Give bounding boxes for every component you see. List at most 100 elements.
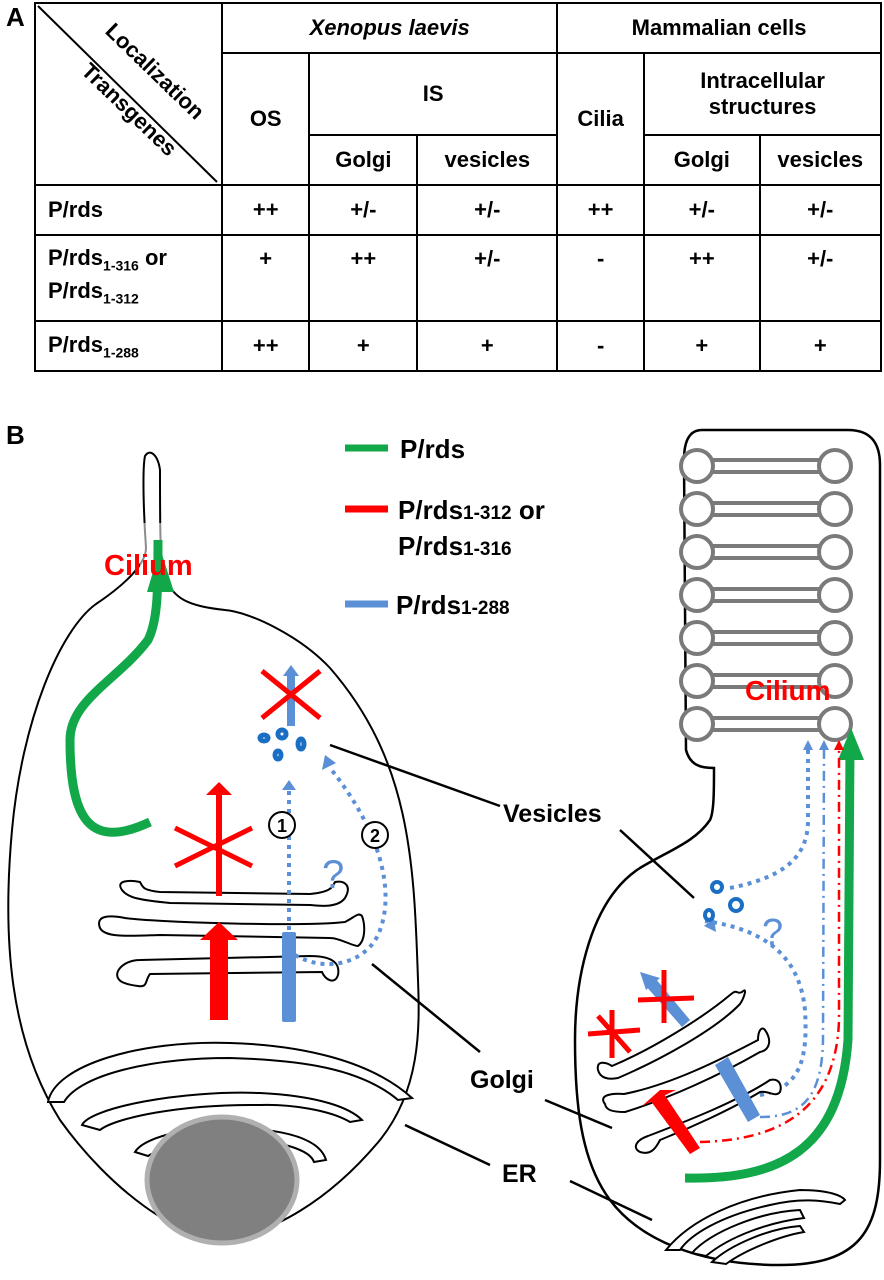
blue-dotted-arrowhead-vesicles <box>704 918 716 932</box>
disc <box>679 620 853 656</box>
blue-route-2-dotted <box>294 766 388 966</box>
route-2-number: 2 <box>370 826 380 846</box>
green-arrowhead-left <box>147 548 174 592</box>
value-cell: + <box>308 320 419 372</box>
cilium-label-left: Cilium <box>104 550 193 582</box>
table-row: P/rds1-288 ++ + + - + + <box>33 320 882 372</box>
corner-header: Localization Transgenes <box>33 2 224 186</box>
block-x-left <box>260 669 322 720</box>
nucleus <box>144 1114 300 1246</box>
red-blocked-arrowhead <box>206 782 232 795</box>
red-arrowhead-golgi <box>200 922 238 940</box>
blue-bar-golgi <box>282 932 296 1022</box>
group-header-mammalian: Mammalian cells <box>556 2 882 54</box>
group-header-xenopus: Xenopus laevis <box>221 2 559 54</box>
row-label: P/rds1-316 or P/rds1-312 <box>33 234 224 322</box>
column-header-golgi: Golgi <box>643 134 761 186</box>
vesicles-label: Vesicles <box>503 800 602 828</box>
green-arrowhead-right <box>838 728 864 760</box>
red-small-arrowhead-right <box>834 740 844 750</box>
value-cell: ++ <box>556 184 646 236</box>
block-asterisk-left <box>173 825 254 869</box>
disc <box>679 577 853 613</box>
table-row: P/rds1-316 or P/rds1-312 + ++ +/- - ++ +… <box>33 234 882 322</box>
disc <box>679 534 853 570</box>
question-mark-left: ? <box>322 853 344 897</box>
value-cell: - <box>556 234 646 322</box>
legend-label-prds-312: P/rds1-312 or <box>398 495 545 525</box>
value-cell: ++ <box>221 184 311 236</box>
subheader-intracellular: Intracellular structures <box>643 52 882 136</box>
disc <box>679 663 853 699</box>
value-cell: + <box>758 320 882 372</box>
legend-label-prds-288: P/rds1-288 <box>396 590 510 620</box>
legend-label-prds-316: P/rds1-316 <box>398 531 512 561</box>
blue-blocked-arrowhead <box>283 665 299 676</box>
value-cell: +/- <box>416 184 559 236</box>
disc <box>679 448 853 484</box>
value-cell: +/- <box>308 184 419 236</box>
value-cell: ++ <box>221 320 311 372</box>
panel-a-label: A <box>6 2 25 32</box>
row-label: P/rds <box>33 184 224 236</box>
row-label: P/rds1-288 <box>33 320 224 372</box>
disc <box>679 491 853 527</box>
subheader-cilia: Cilia <box>556 52 646 186</box>
route-2-badge <box>361 821 389 849</box>
column-header-vesicles: vesicles <box>416 134 559 186</box>
er-pointer-left <box>404 1123 491 1167</box>
value-cell: +/- <box>758 234 882 322</box>
outer-segment-discs <box>679 448 853 742</box>
blue-route-1-arrowhead <box>282 780 296 790</box>
er-right <box>663 1188 847 1266</box>
column-header-vesicles: vesicles <box>758 134 882 186</box>
subheader-os: OS <box>221 52 311 186</box>
column-header-golgi: Golgi <box>308 134 419 186</box>
blue-small-arrowhead-right-2 <box>819 740 829 750</box>
prds-green-route-left <box>65 539 163 837</box>
value-cell: +/- <box>758 184 882 236</box>
left-cell-membrane <box>7 451 420 1240</box>
blue-dotted-vesicle-to-cilium <box>729 750 810 890</box>
blue-blocked-bar <box>287 672 295 726</box>
route-1-badge <box>268 811 296 839</box>
er-label: ER <box>502 1160 537 1188</box>
vesicles-left <box>257 727 307 762</box>
vesicles-pointer-left <box>329 743 501 808</box>
golgi-label: Golgi <box>470 1066 534 1094</box>
subheader-is: IS <box>308 52 559 136</box>
value-cell: ++ <box>643 234 761 322</box>
golgi-pointer-left <box>371 963 481 1053</box>
golgi-right <box>596 989 782 1154</box>
value-cell: ++ <box>308 234 419 322</box>
vesicles-pointer-right <box>619 829 695 899</box>
panel-b-label: B <box>6 420 25 450</box>
blue-bar-golgi-right <box>715 1057 760 1122</box>
prds-green-route-right <box>684 747 855 1183</box>
blue-route-2-arrowhead <box>322 755 336 770</box>
blue-small-arrowhead-right-1 <box>803 740 813 750</box>
value-cell: + <box>416 320 559 372</box>
disc <box>679 706 853 742</box>
value-cell: + <box>221 234 311 322</box>
block-asterisk-right <box>587 1010 641 1058</box>
red-dashdot-route-right <box>699 750 841 1144</box>
legend-label-prds: P/rds <box>400 434 465 464</box>
red-arrow-shaft-golgi <box>210 938 228 1020</box>
blue-blocked-arrowhead-right <box>640 972 660 990</box>
right-cell-membrane <box>573 428 882 1267</box>
vesicles-right <box>703 880 744 922</box>
block-x-right <box>637 970 695 1023</box>
question-mark-right: ? <box>762 912 783 954</box>
trafficking-diagram: Cilium 1 2 ? <box>7 428 882 1267</box>
localization-table: Localization Transgenes Xenopus laevis M… <box>33 2 882 372</box>
legend: P/rds P/rds1-312 or P/rds1-316 P/rds1-28… <box>345 434 545 620</box>
value-cell: - <box>556 320 646 372</box>
blue-dotted-route-right <box>704 919 808 1097</box>
route-1-number: 1 <box>277 816 287 836</box>
cilium-label-right: Cilium <box>745 675 831 706</box>
value-cell: + <box>643 320 761 372</box>
value-cell: +/- <box>643 184 761 236</box>
blue-blocked-arrow-right <box>645 978 690 1027</box>
value-cell: +/- <box>416 234 559 322</box>
